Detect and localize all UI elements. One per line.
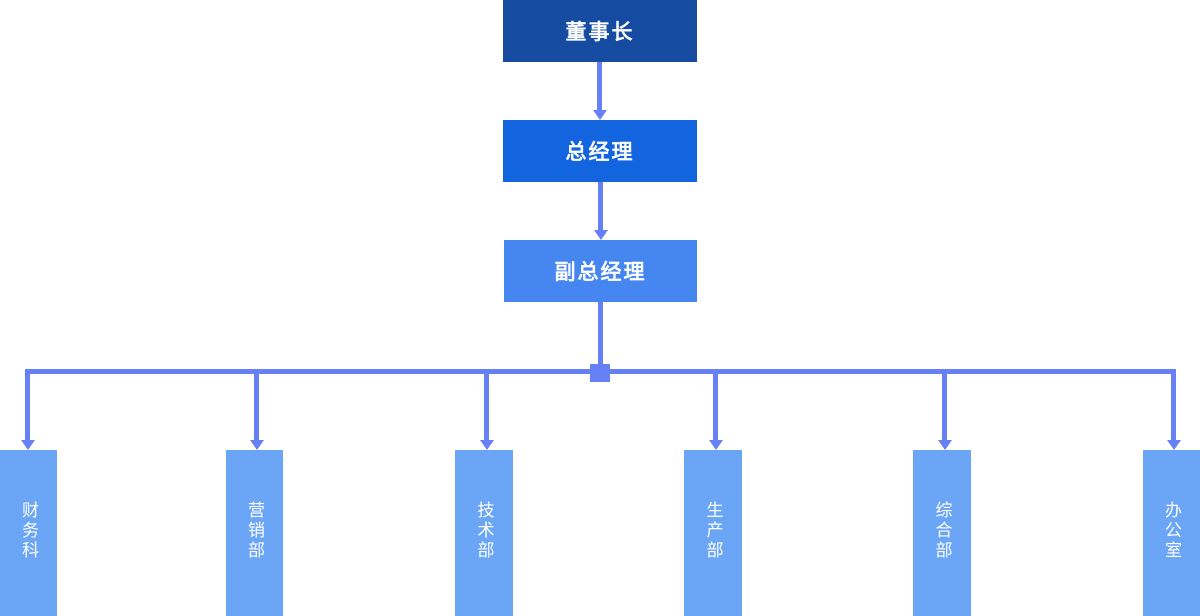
node-production-department[interactable]: 生产部: [684, 450, 742, 616]
connector-general-manager-to-deputy: [598, 182, 603, 230]
arrowhead-finance-section: [20, 440, 35, 450]
branch-line-marketing-department: [254, 369, 259, 446]
arrowhead-marketing-department: [249, 440, 264, 450]
branch-line-general-department: [942, 369, 947, 446]
arrowhead-technical-department: [479, 440, 494, 450]
branch-line-production-department: [713, 369, 718, 446]
arrowhead-production-department: [708, 440, 723, 450]
connector-chairman-to-general-manager: [597, 62, 602, 110]
node-marketing-department[interactable]: 营销部: [226, 450, 283, 616]
node-finance-section[interactable]: 财务科: [0, 450, 57, 616]
node-office[interactable]: 办公室: [1143, 450, 1200, 616]
node-general-department[interactable]: 综合部: [913, 450, 971, 616]
node-technical-department[interactable]: 技术部: [455, 450, 513, 616]
branch-line-office: [1171, 369, 1176, 446]
branch-line-finance-section: [25, 369, 30, 446]
node-general-manager[interactable]: 总经理: [503, 120, 697, 182]
arrowhead-deputy-general-manager: [593, 230, 608, 240]
arrowhead-office: [1166, 440, 1181, 450]
node-deputy-general-manager[interactable]: 副总经理: [504, 240, 697, 302]
arrowhead-general-department: [937, 440, 952, 450]
node-chairman[interactable]: 董事长: [503, 0, 697, 62]
branch-line-technical-department: [484, 369, 489, 446]
arrowhead-general-manager: [592, 110, 607, 120]
connector-deputy-to-bus: [598, 302, 603, 372]
distribution-bus-line: [25, 369, 1173, 374]
